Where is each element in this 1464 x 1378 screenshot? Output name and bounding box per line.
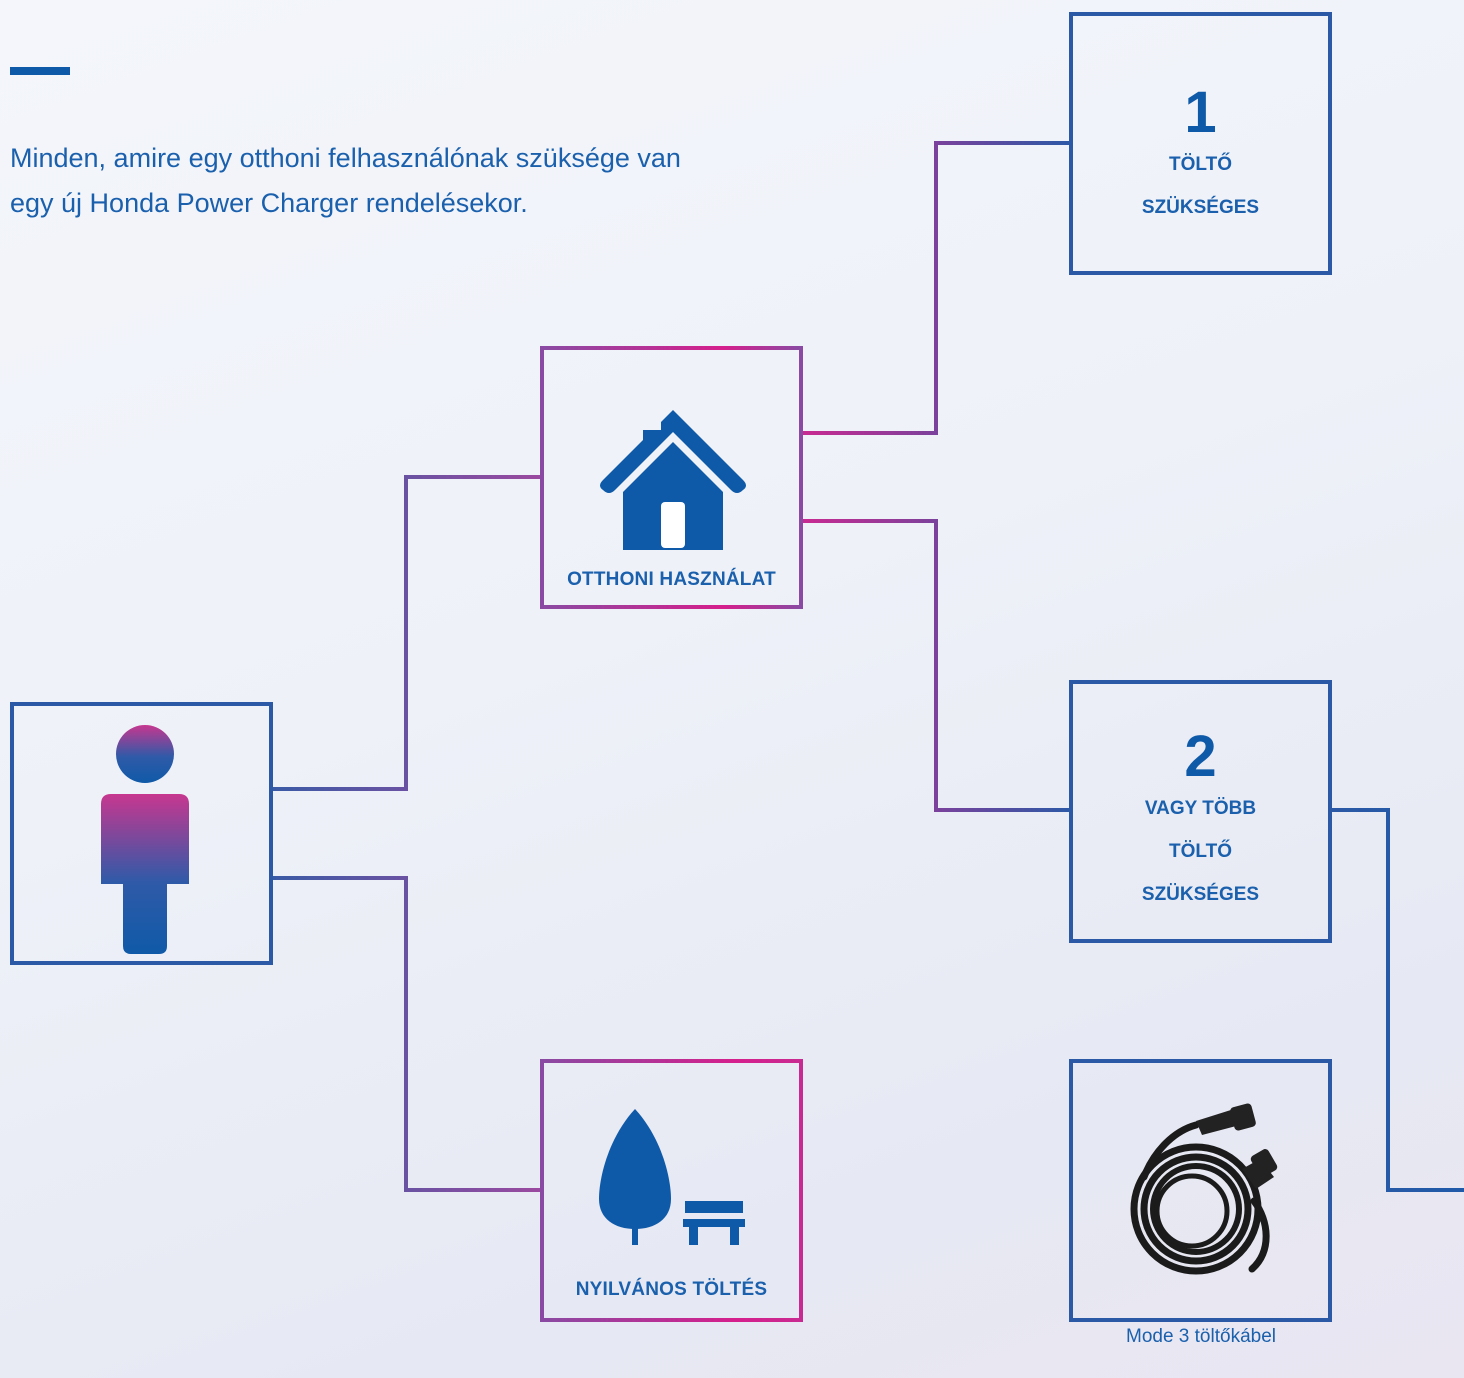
multiple-chargers-line-2: TÖLTŐ bbox=[1169, 841, 1232, 862]
accent-bar bbox=[10, 67, 70, 75]
multiple-chargers-box: 2 VAGY TÖBB TÖLTŐ SZÜKSÉGES bbox=[1069, 680, 1332, 943]
home-usage-box: OTTHONI HASZNÁLAT bbox=[540, 346, 803, 609]
one-charger-box: 1 TÖLTŐ SZÜKSÉGES bbox=[1069, 12, 1332, 275]
intro-line-1: Minden, amire egy otthoni felhasználónak… bbox=[10, 143, 681, 173]
connector-home-two bbox=[802, 519, 1070, 812]
public-charging-box: NYILVÁNOS TÖLTÉS bbox=[540, 1059, 803, 1322]
cable-box bbox=[1069, 1059, 1332, 1322]
cable-caption: Mode 3 töltőkábel bbox=[1126, 1326, 1276, 1347]
connector-home-one bbox=[802, 141, 1070, 435]
tree-bench-icon bbox=[599, 1109, 745, 1245]
connector-two-right bbox=[1331, 808, 1464, 1192]
connector-user-public bbox=[272, 876, 540, 1192]
one-charger-line-1: TÖLTŐ bbox=[1169, 154, 1232, 175]
multiple-chargers-line-3: SZÜKSÉGES bbox=[1141, 884, 1260, 905]
house-icon bbox=[600, 410, 746, 550]
intro-line-2: egy új Honda Power Charger rendelésekor. bbox=[10, 188, 528, 218]
public-charging-label: NYILVÁNOS TÖLTÉS bbox=[575, 1279, 768, 1300]
one-charger-line-2: SZÜKSÉGES bbox=[1141, 197, 1260, 218]
charging-cable-icon bbox=[1130, 1103, 1278, 1275]
home-usage-label: OTTHONI HASZNÁLAT bbox=[567, 569, 776, 590]
multiple-chargers-number: 2 bbox=[1184, 724, 1217, 789]
intro-text: Minden, amire egy otthoni felhasználónak… bbox=[10, 136, 830, 226]
connector-user-home bbox=[272, 475, 540, 791]
one-charger-number: 1 bbox=[1184, 80, 1217, 145]
person-icon bbox=[101, 725, 189, 954]
user-box bbox=[10, 702, 273, 965]
multiple-chargers-line-1: VAGY TÖBB bbox=[1144, 798, 1257, 819]
